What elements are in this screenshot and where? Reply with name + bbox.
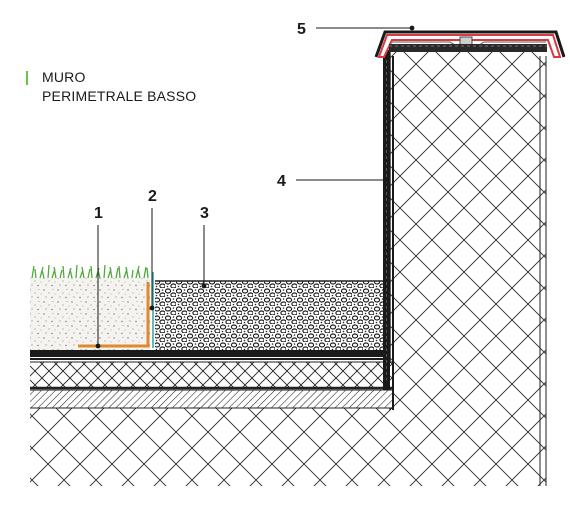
callout-1-label: 1 [94,205,103,222]
coping-cap [374,30,566,58]
callout-4: 4 [277,173,389,190]
callout-2-label: 2 [148,188,157,205]
callout-1: 1 [94,205,103,349]
title-accent-bar [26,71,28,85]
callout-5-label: 5 [297,21,306,38]
parapet-waterproofing [383,50,394,410]
callout-5: 5 [297,21,415,38]
soil-layer [30,278,150,350]
title-line-2: PERIMETRALE BASSO [42,88,197,104]
grass [31,264,149,279]
structure-mass [30,52,546,486]
callout-2: 2 [148,188,157,311]
gravel-layer [155,280,383,350]
callout-4-label: 4 [277,173,286,190]
insulation-layer [30,361,392,390]
waterproofing-membrane [30,350,388,360]
callout-3-label: 3 [200,205,209,222]
callout-3: 3 [200,205,209,289]
drawing-title: MURO PERIMETRALE BASSO [42,68,196,106]
title-line-1: MURO [42,69,86,85]
edge-profile [78,282,150,348]
screed-layer [30,389,392,409]
